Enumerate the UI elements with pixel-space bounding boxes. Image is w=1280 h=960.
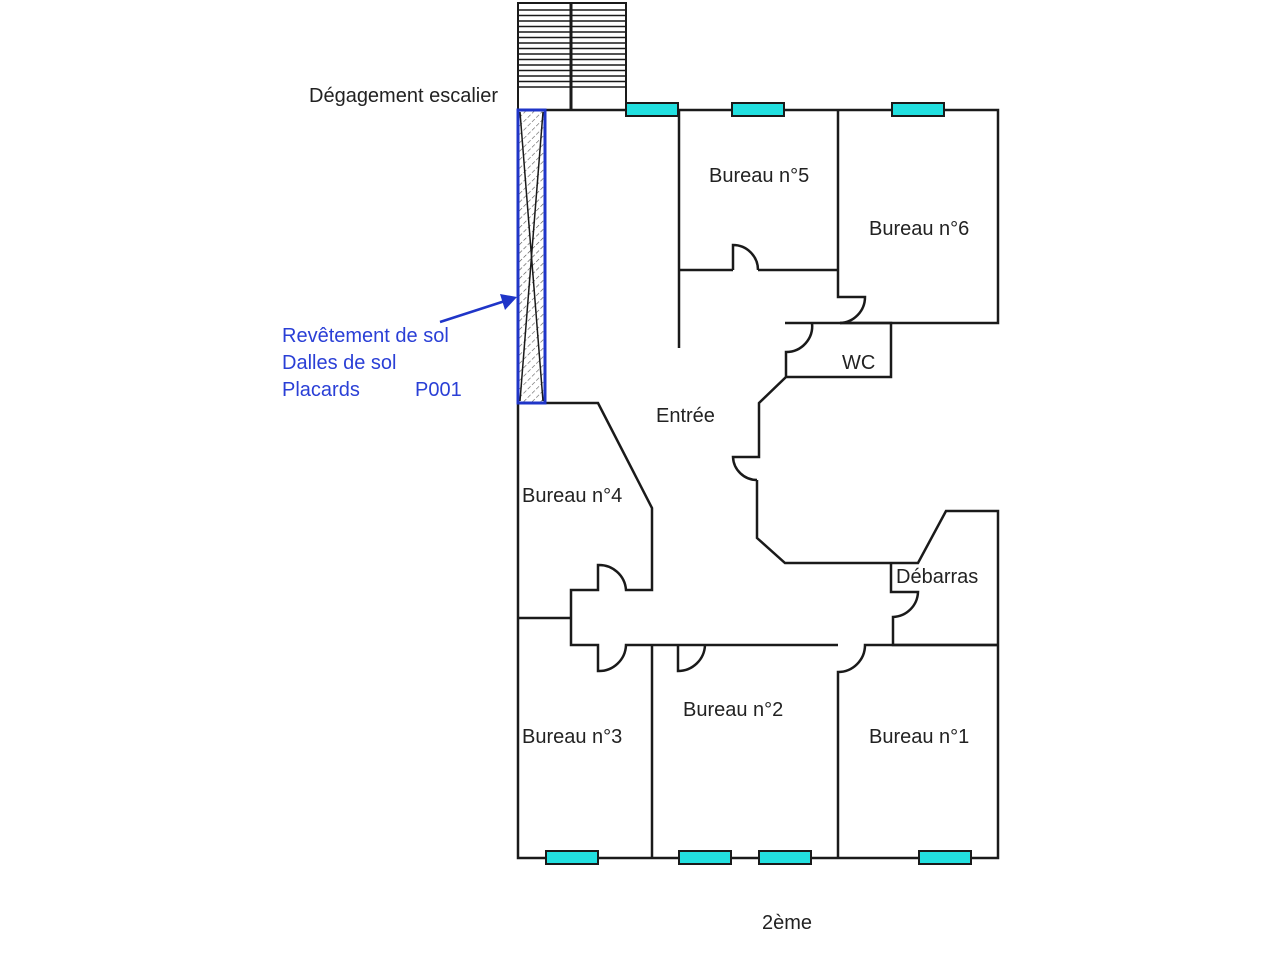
room-label-wc: WC	[842, 352, 876, 374]
room-label-bureau1: Bureau n°1	[869, 726, 970, 748]
room-label-bureau2: Bureau n°2	[683, 699, 784, 721]
stair-label: Dégagement escalier	[309, 85, 498, 107]
window	[891, 102, 945, 117]
floor-label: 2ème	[762, 912, 813, 934]
room-label-bureau4: Bureau n°4	[522, 485, 623, 507]
room-label-bureau3: Bureau n°3	[522, 726, 623, 748]
staircase	[517, 2, 627, 111]
annotation-code: P001	[415, 379, 462, 401]
window	[545, 850, 599, 865]
annotation-line3: Placards	[282, 379, 360, 401]
annotation-line2: Dalles de sol	[282, 352, 397, 374]
window	[625, 102, 679, 117]
annotation-line1: Revêtement de sol	[282, 325, 449, 347]
room-label-bureau6: Bureau n°6	[869, 218, 970, 240]
window	[731, 102, 785, 117]
window	[758, 850, 812, 865]
window	[918, 850, 972, 865]
closet-p001-highlight[interactable]	[516, 108, 547, 405]
annotation-arrow	[439, 294, 517, 324]
window	[678, 850, 732, 865]
windows	[545, 102, 972, 865]
room-label-debarras: Débarras	[896, 566, 979, 588]
room-label-bureau5: Bureau n°5	[709, 165, 810, 187]
room-label-entree: Entrée	[656, 405, 715, 427]
